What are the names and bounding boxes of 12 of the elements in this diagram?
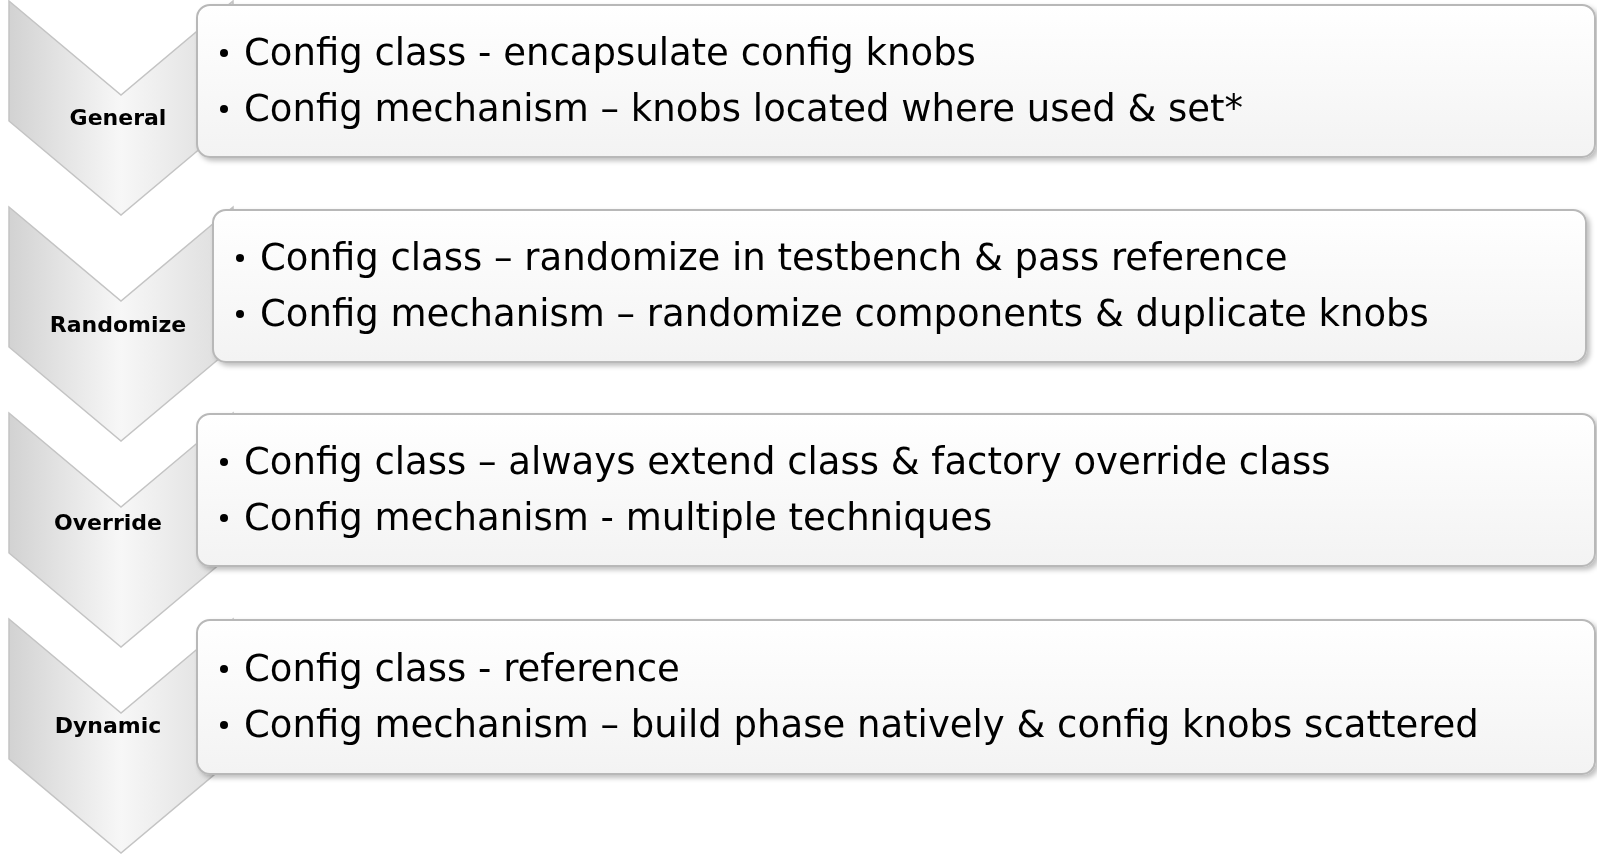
bullet-text: Config class – always extend class & factory override class bbox=[244, 439, 1331, 485]
stage-label: General bbox=[69, 105, 167, 130]
bullet-text: Config mechanism – build phase natively & config knobs scattered bbox=[244, 702, 1479, 748]
stage-label: Override bbox=[54, 510, 162, 535]
bullet-text: Config mechanism – knobs located where used & set* bbox=[244, 86, 1244, 132]
stage-label: Dynamic bbox=[54, 713, 162, 738]
bullet-text: Config class – randomize in testbench & pass reference bbox=[260, 235, 1288, 281]
bullet-text: Config mechanism – randomize components & duplicate knobs bbox=[260, 291, 1429, 337]
stage-label: Randomize bbox=[49, 312, 187, 337]
bullet-text: Config class - reference bbox=[244, 646, 680, 692]
bullet-text: Config class - encapsulate config knobs bbox=[244, 30, 976, 76]
bullet-text: Config mechanism - multiple techniques bbox=[244, 495, 993, 541]
